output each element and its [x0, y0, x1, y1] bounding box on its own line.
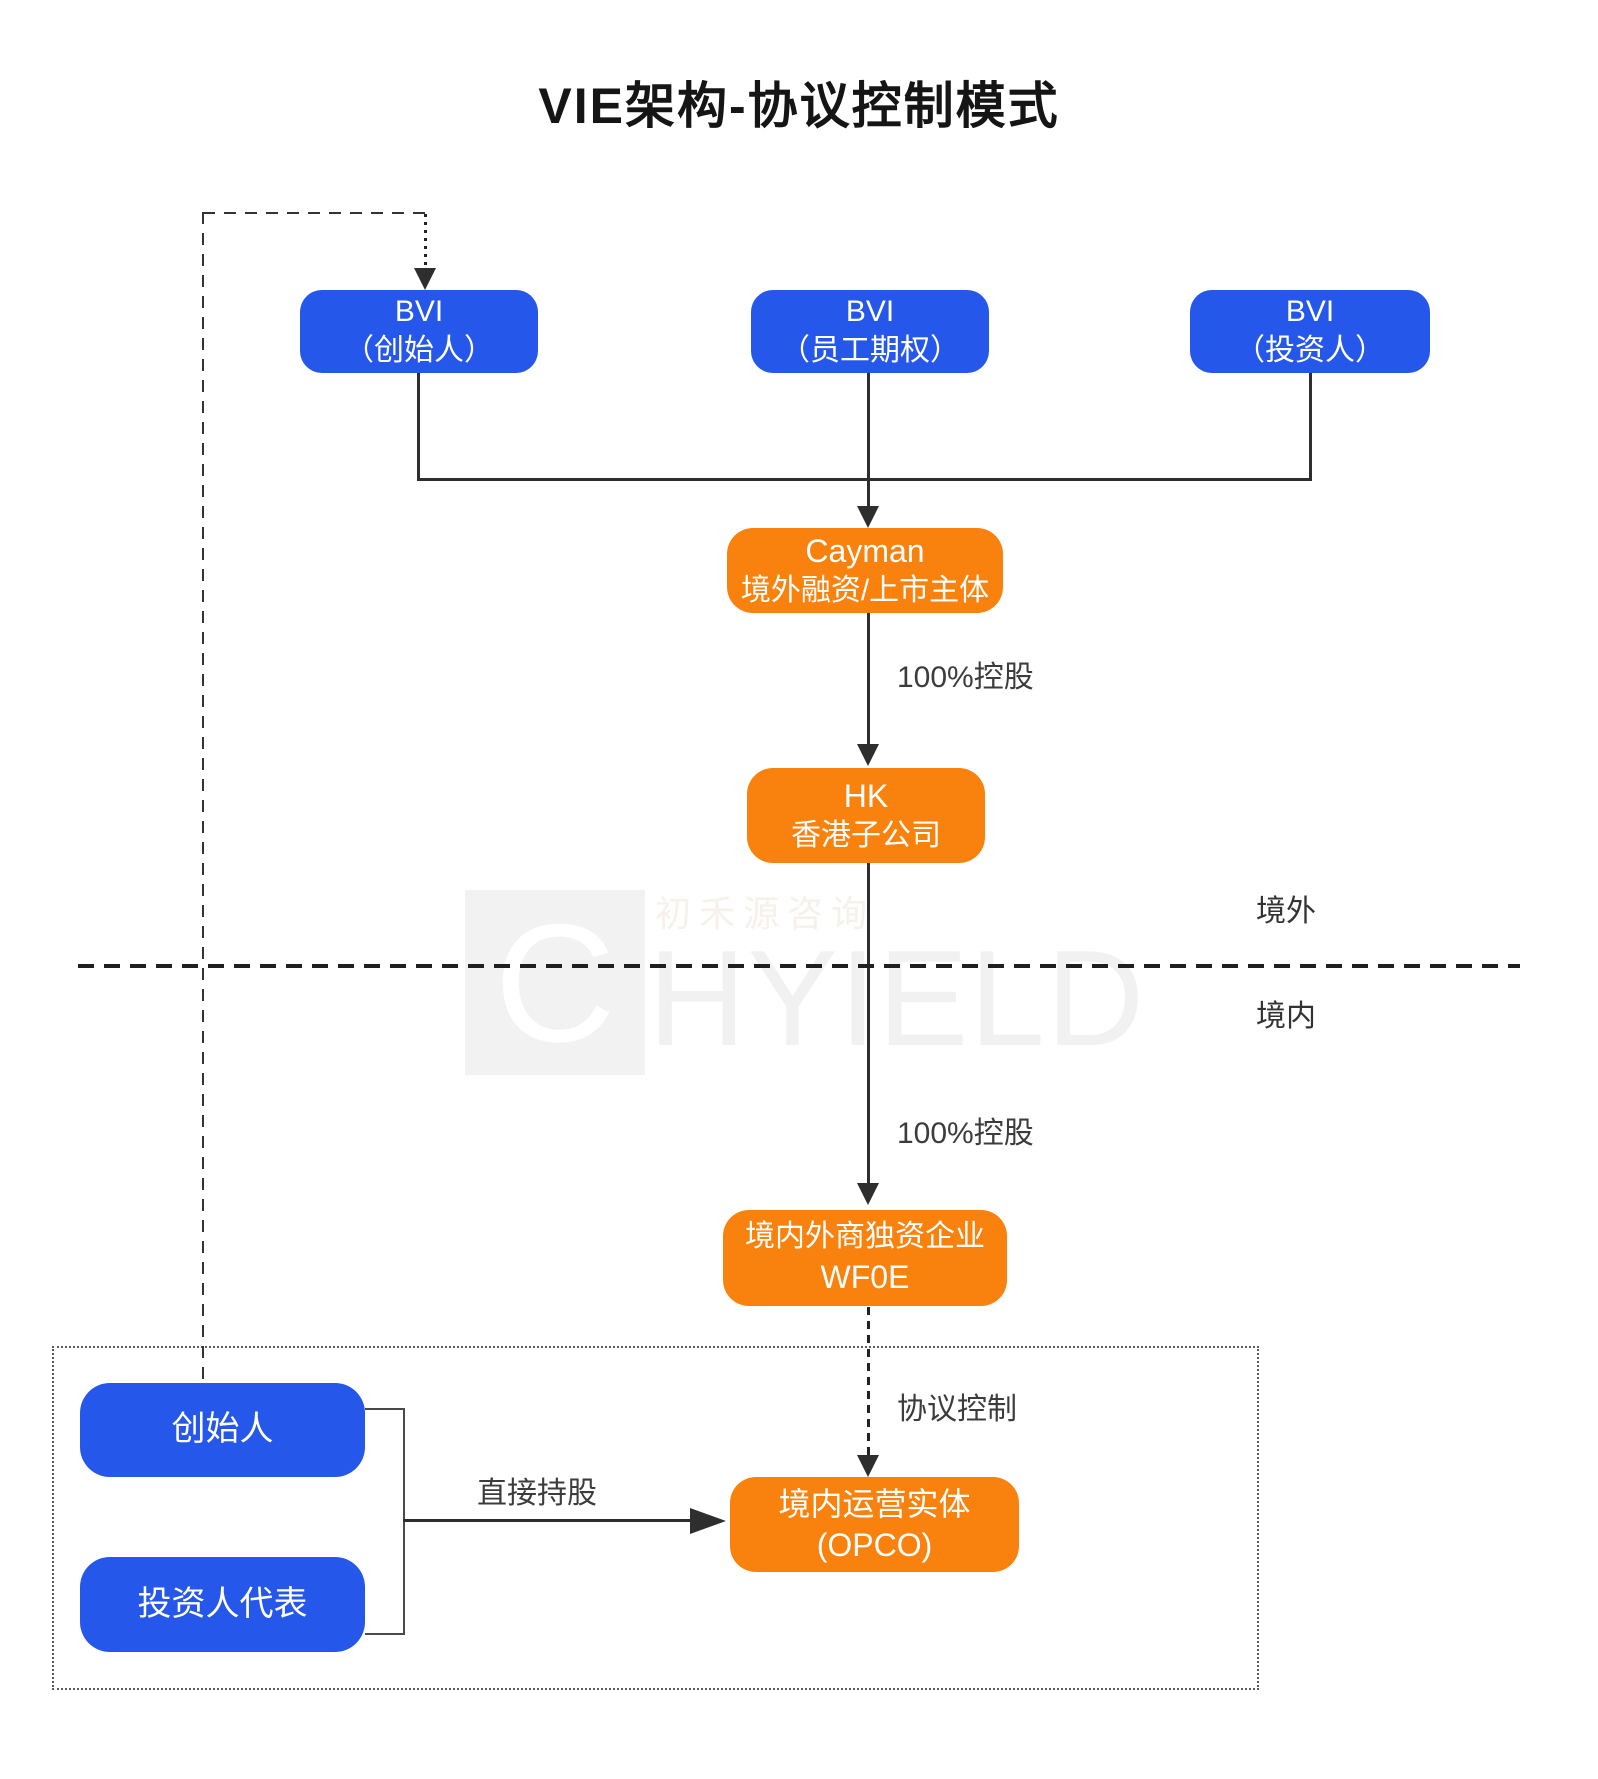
node-opco-line2: (OPCO): [816, 1526, 933, 1563]
node-bvi-investor: BVI （投资人）: [1190, 290, 1430, 373]
node-hk-line1: HK: [843, 777, 889, 814]
bracket-bottom-stub: [365, 1633, 405, 1635]
arrowhead-into-bvi-founder-icon: [414, 268, 436, 290]
edge-cayman-to-hk: [867, 613, 870, 746]
edge-bvi-esop-down: [867, 373, 870, 507]
region-label-onshore: 境内: [1256, 1000, 1316, 1033]
node-bvi-founder-line2: （创始人）: [344, 333, 494, 367]
node-wfoe: 境内外商独资企业 WF0E: [723, 1210, 1007, 1306]
node-wfoe-line2: WF0E: [820, 1258, 910, 1295]
edge-founder-feedback-vertical: [202, 212, 204, 1383]
edge-founder-feedback-horizontal: [203, 212, 425, 214]
edge-wfoe-to-opco-dashed: [867, 1307, 870, 1455]
arrowhead-into-wfoe-icon: [857, 1183, 879, 1205]
edge-bvi-investor-down: [1309, 373, 1312, 480]
node-founder-label: 创始人: [171, 1410, 274, 1449]
node-founder: 创始人: [80, 1383, 365, 1477]
node-cayman-line1: Cayman: [805, 532, 925, 569]
region-label-offshore: 境外: [1256, 895, 1316, 928]
watermark-c-letter: C: [494, 888, 616, 1077]
arrowhead-into-cayman-icon: [857, 506, 879, 528]
edge-founder-feedback-drop: [424, 214, 427, 270]
node-opco-line1: 境内运营实体: [778, 1485, 971, 1522]
node-bvi-investor-line2: （投资人）: [1235, 333, 1385, 367]
node-cayman: Cayman 境外融资/上市主体: [727, 528, 1003, 613]
watermark-logo-block: C: [465, 890, 645, 1075]
node-investor-rep: 投资人代表: [80, 1557, 365, 1652]
edge-label-direct-holding: 直接持股: [477, 1477, 597, 1510]
edge-label-holding-2: 100%控股: [897, 1117, 1034, 1150]
node-investor-rep-label: 投资人代表: [137, 1584, 308, 1623]
node-opco: 境内运营实体 (OPCO): [730, 1477, 1019, 1572]
edge-direct-holding: [403, 1519, 691, 1522]
node-cayman-line2: 境外融资/上市主体: [740, 573, 990, 607]
node-bvi-founder-line1: BVI: [394, 295, 444, 329]
node-hk: HK 香港子公司: [747, 768, 985, 863]
edge-label-vie-control: 协议控制: [897, 1393, 1017, 1426]
node-bvi-esop-line1: BVI: [845, 295, 895, 329]
watermark-company-name: 初禾源咨询: [655, 893, 876, 934]
edge-bvi-merge-horizontal: [417, 478, 1312, 481]
node-wfoe-line1: 境内外商独资企业: [745, 1220, 985, 1254]
node-bvi-founder: BVI （创始人）: [300, 290, 538, 373]
edge-hk-to-wfoe: [867, 863, 870, 1185]
node-bvi-investor-line1: BVI: [1285, 295, 1335, 329]
node-bvi-esop: BVI （员工期权）: [751, 290, 989, 373]
page-title: VIE架构-协议控制模式: [538, 78, 1060, 134]
node-bvi-esop-line2: （员工期权）: [780, 333, 960, 367]
node-hk-line2: 香港子公司: [791, 818, 941, 852]
domestic-group-frame: [52, 1346, 1259, 1690]
arrowhead-into-opco-icon: [857, 1455, 879, 1477]
edge-bvi-founder-down: [417, 373, 420, 480]
edge-label-holding-1: 100%控股: [897, 661, 1034, 694]
offshore-onshore-divider: [78, 964, 1520, 968]
arrowhead-into-opco-left-icon: [690, 1508, 726, 1534]
bracket-top-stub: [365, 1408, 405, 1410]
arrowhead-into-hk-icon: [857, 744, 879, 766]
watermark-brand-text: HYIELD: [648, 922, 1146, 1074]
